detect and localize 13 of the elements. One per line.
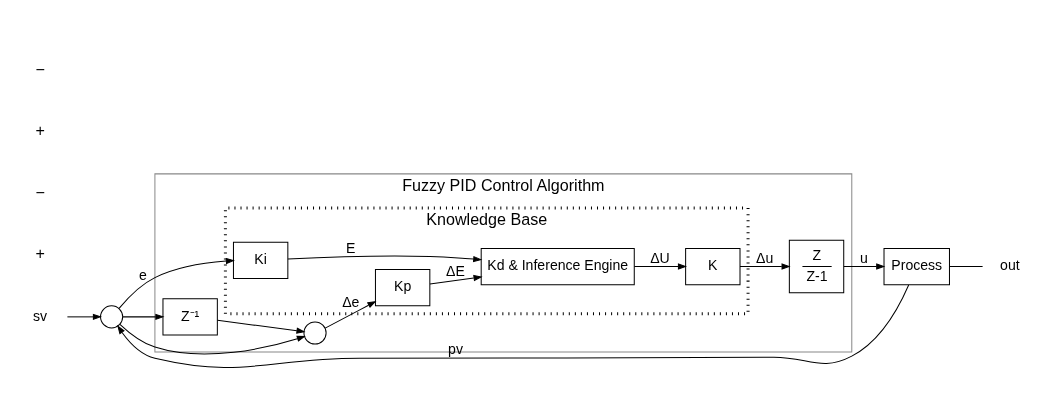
edge-label: ΔE	[446, 262, 465, 279]
label: −	[35, 59, 45, 78]
edge-label: ΔU	[650, 249, 670, 266]
node-text: out	[1000, 256, 1020, 273]
label: +	[35, 120, 45, 139]
edge-label: e	[138, 266, 147, 283]
edge-label: u	[859, 249, 868, 266]
label: −	[35, 182, 45, 201]
label: +	[35, 243, 45, 262]
edge-label: Δu	[756, 249, 774, 266]
edge-label: E	[346, 239, 356, 256]
node-text: sv	[33, 307, 48, 324]
edge-label: Δe	[342, 293, 360, 310]
